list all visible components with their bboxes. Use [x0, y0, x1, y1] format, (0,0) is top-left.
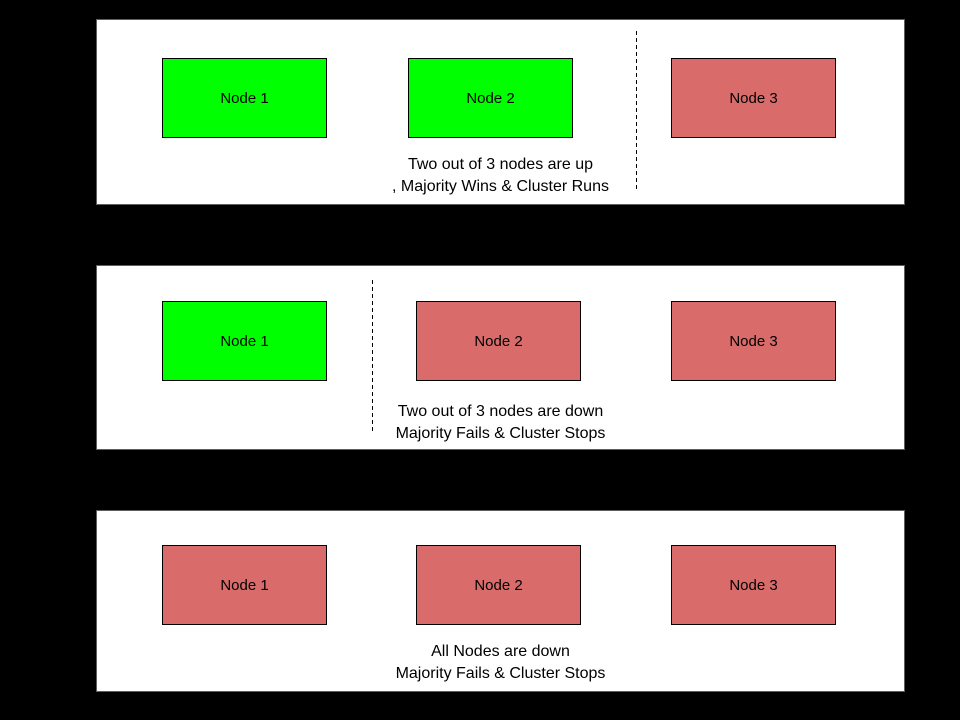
node-1-box: Node 1 [162, 545, 327, 625]
node-label: Node 2 [474, 576, 523, 594]
node-label: Node 1 [220, 576, 269, 594]
node-label: Node 1 [220, 89, 269, 107]
partition-divider-dashed-line [372, 280, 373, 434]
node-label: Node 2 [466, 89, 515, 107]
partition-divider-dashed-line [636, 31, 637, 189]
node-label: Node 3 [729, 576, 778, 594]
node-1-box: Node 1 [162, 58, 327, 138]
caption-line-1: Two out of 3 nodes are up [407, 156, 593, 173]
node-2-box: Node 2 [416, 301, 581, 381]
node-label: Node 3 [729, 332, 778, 350]
node-label: Node 1 [220, 332, 269, 350]
scenario-caption: All Nodes are down Majority Fails & Clus… [97, 641, 904, 685]
node-1-box: Node 1 [162, 301, 327, 381]
scenario-panel-two-up: Node 1 Node 2 Node 3 Two out of 3 nodes … [96, 19, 905, 205]
scenario-panel-all-down: Node 1 Node 2 Node 3 All Nodes are down … [96, 510, 905, 692]
node-label: Node 3 [729, 89, 778, 107]
scenario-caption: Two out of 3 nodes are up , Majority Win… [97, 154, 904, 198]
caption-line-2: , Majority Wins & Cluster Runs [392, 178, 609, 195]
caption-line-2: Majority Fails & Cluster Stops [395, 425, 606, 442]
node-3-box: Node 3 [671, 58, 836, 138]
caption-line-2: Majority Fails & Cluster Stops [395, 665, 606, 682]
node-3-box: Node 3 [671, 545, 836, 625]
node-2-box: Node 2 [408, 58, 573, 138]
caption-line-1: All Nodes are down [431, 643, 570, 660]
caption-line-1: Two out of 3 nodes are down [397, 403, 604, 420]
node-label: Node 2 [474, 332, 523, 350]
scenario-panel-two-down: Node 1 Node 2 Node 3 Two out of 3 nodes … [96, 265, 905, 450]
node-2-box: Node 2 [416, 545, 581, 625]
node-3-box: Node 3 [671, 301, 836, 381]
scenario-caption: Two out of 3 nodes are down Majority Fai… [97, 401, 904, 445]
